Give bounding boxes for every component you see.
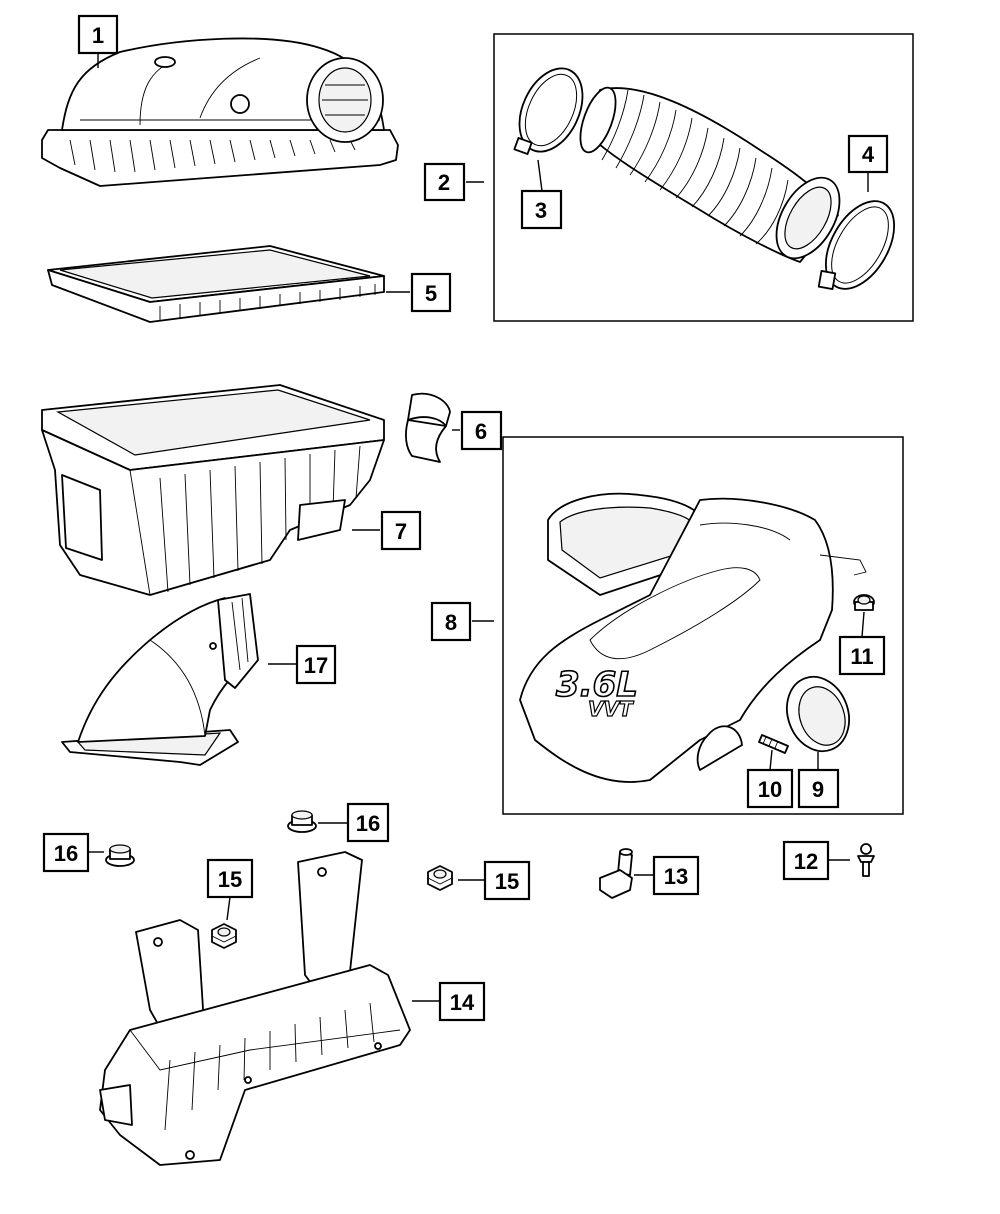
callout-16-left: 16 xyxy=(42,832,90,873)
push-pin xyxy=(857,843,875,877)
callout-17: 17 xyxy=(295,644,337,685)
air-cleaner-cover xyxy=(41,37,399,187)
leader-lines xyxy=(88,53,869,1002)
callout-14-label: 14 xyxy=(450,990,475,1015)
isolator-left xyxy=(105,844,135,867)
hose-clamp-lower xyxy=(817,200,896,290)
callout-2-label: 2 xyxy=(438,170,450,195)
hose-group-frame xyxy=(493,33,914,322)
nut-right xyxy=(427,865,453,891)
callout-10: 10 xyxy=(746,768,794,809)
callout-4: 4 xyxy=(847,134,889,174)
callout-14: 14 xyxy=(438,981,486,1022)
callout-16-right-label: 16 xyxy=(356,811,380,836)
callout-3: 3 xyxy=(520,189,563,230)
engine-cover: 3.6L VVT xyxy=(519,492,867,783)
callout-1-label: 1 xyxy=(92,23,104,48)
callout-11-label: 11 xyxy=(850,644,873,669)
callout-8: 8 xyxy=(430,601,472,642)
air-inlet-duct xyxy=(61,593,259,766)
engine-cover-emblem-size: 3.6L xyxy=(556,665,638,705)
bolt xyxy=(599,848,633,899)
callout-1: 1 xyxy=(77,14,119,55)
hose-clamp-upper xyxy=(513,67,584,155)
isolator-right xyxy=(287,810,317,833)
engine-cover-emblem-vvt: VVT xyxy=(588,697,634,721)
callout-2: 2 xyxy=(423,162,466,202)
callout-9-label: 9 xyxy=(812,777,824,802)
callout-10-label: 10 xyxy=(758,777,782,802)
callout-15-right: 15 xyxy=(483,860,531,901)
callout-7-label: 7 xyxy=(395,519,407,544)
callout-12-label: 12 xyxy=(794,849,818,874)
callout-5: 5 xyxy=(410,272,452,313)
callout-9: 9 xyxy=(797,768,840,809)
engine-cover-group-frame xyxy=(502,436,904,815)
callout-12: 12 xyxy=(782,840,830,881)
nut-left xyxy=(211,923,237,949)
retaining-clip xyxy=(405,392,451,463)
stud xyxy=(758,734,789,754)
grommet xyxy=(853,594,875,611)
callout-16-right: 16 xyxy=(346,802,390,843)
callout-15-right-label: 15 xyxy=(495,869,519,894)
callout-4-label: 4 xyxy=(862,142,875,167)
callout-16-left-label: 16 xyxy=(54,841,78,866)
callout-8-label: 8 xyxy=(445,610,457,635)
callout-6-label: 6 xyxy=(475,419,487,444)
callout-7: 7 xyxy=(380,510,422,551)
callout-17-label: 17 xyxy=(304,653,328,678)
callout-15-left: 15 xyxy=(206,858,254,899)
callout-6: 6 xyxy=(460,410,503,451)
callout-5-label: 5 xyxy=(425,281,437,306)
callout-13: 13 xyxy=(652,855,700,896)
air-cleaner-housing xyxy=(41,384,385,596)
air-intake-hose xyxy=(579,86,841,263)
air-filter-element xyxy=(47,245,385,323)
air-cleaner-tray xyxy=(99,851,411,1166)
callout-15-left-label: 15 xyxy=(218,867,242,892)
seal-ring xyxy=(786,675,850,753)
callout-13-label: 13 xyxy=(664,864,688,889)
callout-11: 11 xyxy=(838,635,886,676)
callout-3-label: 3 xyxy=(535,198,547,223)
